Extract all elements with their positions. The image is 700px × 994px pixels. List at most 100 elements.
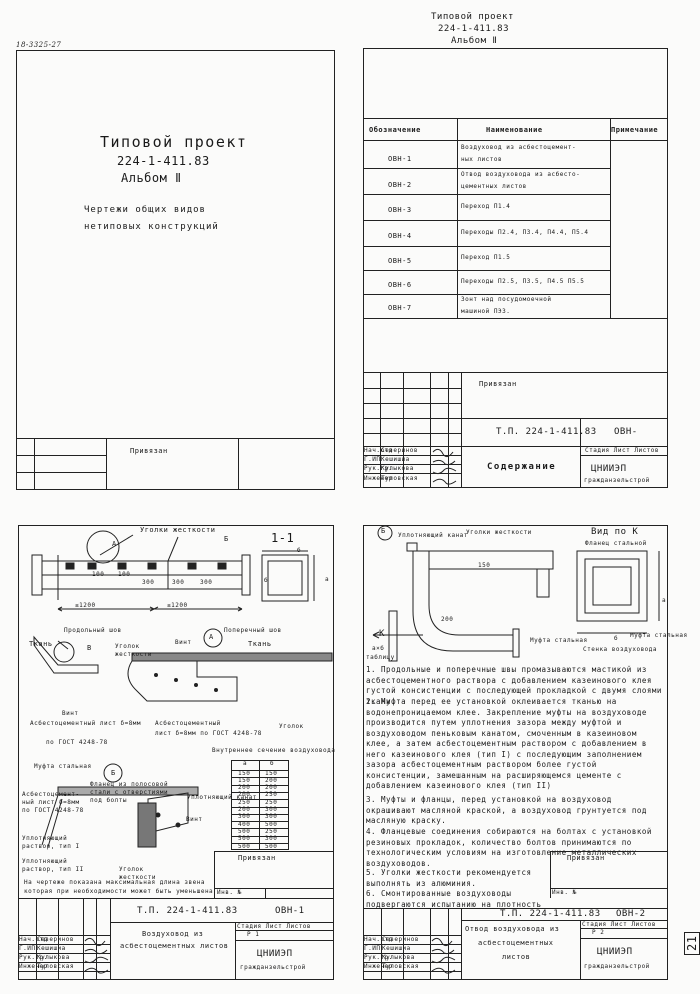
ovn1-table-head: а [243, 760, 248, 767]
ovn1-table-cell-b: 200 [265, 776, 278, 784]
archive-stamp-number: 18-3325-27 [16, 41, 62, 49]
ovn1-dim: ≤1200 [75, 602, 96, 609]
ovn1-vint-label-3: Винт [186, 816, 203, 823]
ovn1-dim: 300 [142, 579, 155, 586]
ovn1-size-table [231, 760, 289, 850]
sign-role: Инженер [364, 475, 393, 482]
ovn2-note-5: 5. Уголки жесткости рекомендуется выполн… [366, 868, 532, 888]
ovn1-table-cell-b: 200 [265, 784, 278, 792]
sign-role: Г.ИП [364, 456, 381, 463]
ovn2-note-4: 4. Фланцевые соединения собираются на бо… [366, 827, 652, 868]
sheet-ovn2 [363, 525, 668, 980]
contents-row-name: Зонт над посудомоечной [461, 296, 552, 303]
signature-scribbles [431, 937, 456, 974]
sign-name: Кулыкова [382, 954, 415, 961]
ovn1-table-cell-a: 150 [238, 769, 251, 777]
sign-role: Инженер [364, 963, 393, 970]
ovn2-tb-org-1: ЦНИИЭП [597, 947, 633, 957]
signature-scribbles [84, 937, 109, 974]
ovn1-asb2b-label: лист δ=8мм по ГОСТ 4248-78 [155, 730, 262, 737]
ovn1-table-cell-b: 250 [265, 827, 278, 835]
ovn2-tb-title-2: асбестоцементных [478, 939, 554, 947]
ovn1-dim: б [264, 577, 269, 584]
contents-col-designation: Обозначение [369, 126, 421, 134]
ovn1-tb-stage-value: Р 1 [247, 931, 260, 938]
sign-name: Северинов [382, 936, 420, 943]
ovn1-dim: 300 [200, 579, 213, 586]
ovn1-table-cell-a: 500 [238, 842, 251, 850]
ovn1-table-cell-b: 250 [265, 791, 278, 799]
sign-name: Туловская [382, 963, 420, 970]
ovn1-asb1b-label: по ГОСТ 4248-78 [46, 739, 108, 746]
ovn1-note-2: которая при необходимости может быть уме… [24, 888, 214, 895]
ovn2-dim: 200 [441, 616, 454, 623]
ovn1-table-cell-a: 400 [238, 820, 251, 828]
ovn1-table-cell-b: 300 [265, 806, 278, 813]
ovn1-table-cell-b: 300 [265, 835, 278, 843]
ovn2-dim: б [614, 635, 619, 642]
ovn1-flanets-label: Фланец из полосовой стали с отверстиями … [90, 781, 169, 804]
ovn1-ugolki-label: Уголки жесткости [140, 526, 216, 534]
ovn2-tb-code: Т.П. 224-1-411.83 [500, 909, 601, 919]
ovn1-dim: б [297, 547, 302, 554]
ovn1-note-1: На чертеже показана максимальная длина з… [24, 879, 205, 886]
ovn2-uplot-kanat: Уплотняющий канат [398, 532, 468, 539]
ovn1-table-cell-a: 500 [238, 835, 251, 843]
ovn1-asb2-label: Асбестоцементный [155, 720, 221, 727]
contents-header-3: Альбом Ⅱ [451, 36, 498, 46]
ovn1-dim: а [325, 576, 330, 583]
contents-row-name: Переход П1.4 [461, 203, 511, 210]
ovn1-tkan-label-2: Ткань [248, 640, 272, 648]
ovn1-dim: 300 [172, 579, 185, 586]
contents-tb-code: Т.П. 224-1-411.83 [496, 427, 597, 437]
ovn2-tb-stage-value: Р 2 [592, 929, 605, 936]
ovn1-table-cell-a: 200 [238, 806, 251, 813]
contents-row-code: ОВН-5 [388, 257, 412, 265]
sign-name: Кулыкова [381, 465, 414, 472]
ovn2-mufta2-label: Муфта стальная [630, 632, 688, 639]
ovn1-uplot-kanat-label: Уплотняющий канат [187, 794, 257, 801]
ovn2-note-1: 1. Продольные и поперечные швы промазыва… [366, 665, 662, 706]
ovn1-tb-sheet: ОВН-1 [275, 906, 305, 916]
sign-name: Туловская [381, 475, 419, 482]
contents-tb-title: Содержание [487, 462, 557, 472]
ovn2-note-6: 6. Смонтированные воздуховоды подвергают… [366, 889, 542, 909]
sign-role: Рук.гр. [364, 954, 393, 961]
contents-row-code: ОВН-6 [388, 281, 412, 289]
ovn1-dim: ≤1200 [167, 602, 188, 609]
contents-row-code: ОВН-4 [388, 232, 412, 240]
ovn2-k-label: К [379, 629, 385, 639]
sign-name: Кешишиа [37, 945, 66, 952]
ovn2-tb-title-1: Отвод воздуховода из [465, 925, 560, 933]
contents-row-name: Переход П1.5 [461, 254, 511, 261]
sign-name: Туловская [37, 963, 75, 970]
contents-row-name: Отвод воздуховода из асбесто- [461, 171, 581, 178]
sign-name: Кулыкова [37, 954, 70, 961]
ovn1-inner-title: Внутреннее сечение воздуховода [212, 747, 336, 754]
ovn1-uplot-rastvor2-label: Уплотняющий раствор, тип II [22, 858, 84, 873]
contents-header-2: 224-1-411.83 [438, 24, 510, 34]
signature-scribbles [432, 448, 457, 485]
contents-header-1: Типовой проект [431, 12, 514, 22]
contents-row-code: ОВН-3 [388, 206, 412, 214]
cover-subtitle-2: нетиповых конструкций [84, 222, 219, 232]
ovn2-dim: а [662, 597, 667, 604]
contents-row-name-cont: машиной ПЭ3. [461, 308, 511, 315]
ovn1-prodolny-label: Продольный шов [64, 627, 122, 634]
contents-row-name: Переходы П2.5, П3.5, П4.5 П5.5 [461, 278, 585, 285]
ovn2-tb-sheet: ОВН-2 [616, 909, 646, 919]
cover-title: Типовой проект [100, 133, 248, 151]
contents-tb-stage: Стадия Лист Листов [585, 447, 660, 454]
ovn2-mufta-label: Муфта стальная [530, 637, 588, 644]
ovn1-table-cell-a: 250 [238, 798, 251, 806]
ovn1-ugolok-label: Уголок [279, 723, 304, 730]
ovn1-circle-a-label: А [112, 540, 117, 548]
contents-col-note: Примечание [611, 126, 659, 134]
ovn1-tb-org-1: ЦНИИЭП [257, 949, 293, 959]
ovn2-stenka-label: Стенка воздуховода [583, 646, 658, 653]
ovn1-table-cell-a: 200 [238, 791, 251, 799]
ovn2-note-3: 3. Муфты и фланцы, перед установкой на в… [366, 795, 647, 825]
ovn1-table-cell-b: 500 [265, 842, 278, 850]
ovn1-inv: Инв. № [217, 889, 242, 896]
ovn1-circle-b-2: Б [111, 769, 116, 777]
